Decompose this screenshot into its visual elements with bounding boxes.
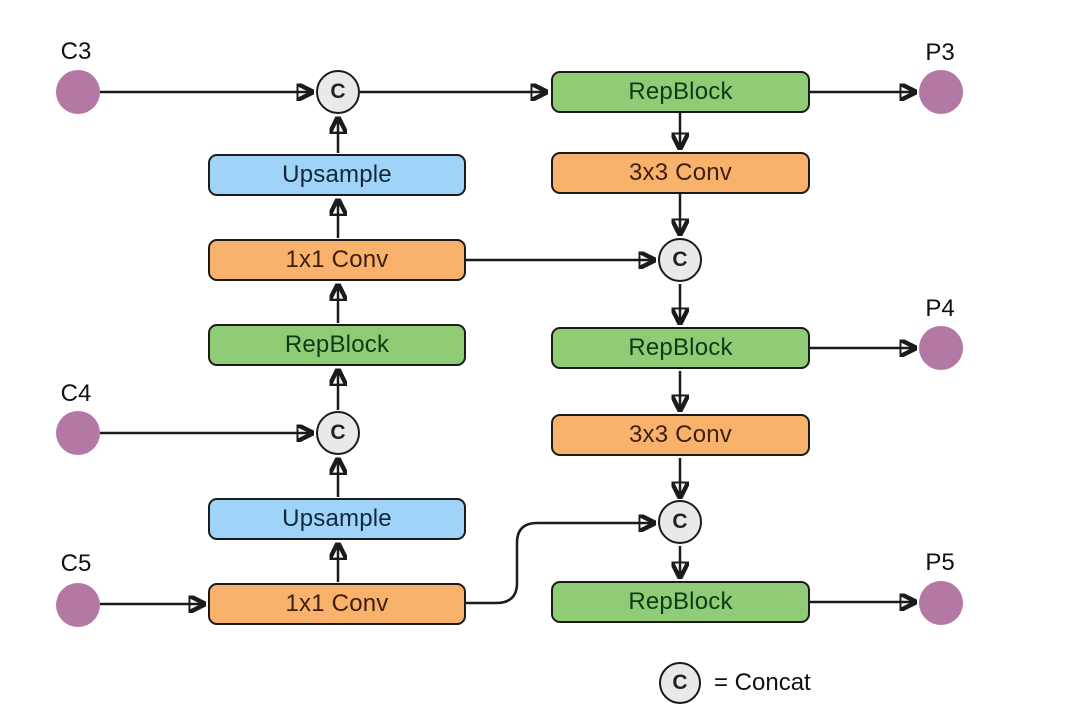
concat-symbol: C [672,510,688,533]
legend: C = Concat [659,662,811,704]
block-conv3x3-bottom: 3x3 Conv [551,414,810,456]
block-label-upsample-top: Upsample [282,161,392,188]
block-label-repblock-left: RepBlock [284,331,390,358]
block-conv1x1-bottom: 1x1 Conv [208,583,466,625]
block-label-conv1x1-bottom: 1x1 Conv [285,590,389,617]
block-label-conv3x3-top: 3x3 Conv [629,159,732,186]
output-node-p3 [919,70,963,114]
block-repblock-p4: RepBlock [551,327,810,369]
input-label-c4: C4 [60,380,92,407]
output-label-p4: P4 [925,295,955,322]
legend-concat-icon: C [659,662,701,704]
concat-symbol: C [330,421,346,444]
concat-symbol: C [330,80,346,103]
output-node-p5 [919,581,963,625]
block-upsample-top: Upsample [208,154,466,196]
block-repblock-p5: RepBlock [551,581,810,623]
block-label-repblock-p3: RepBlock [628,78,733,105]
block-label-repblock-p5: RepBlock [628,588,733,615]
block-label-repblock-p4: RepBlock [628,334,733,361]
input-node-c4 [56,411,100,455]
block-upsample-bottom: Upsample [208,498,466,540]
edge-conv1x1-bottom-to-concat4 [466,523,654,605]
block-label-upsample-bottom: Upsample [282,505,392,532]
concat-node-1: C [316,70,360,114]
block-conv3x3-top: 3x3 Conv [551,152,810,194]
block-label-conv3x3-bottom: 3x3 Conv [629,421,732,448]
legend-text: = Concat [714,669,811,696]
block-repblock-p3: RepBlock [551,71,810,113]
legend-concat-symbol: C [672,671,688,694]
input-label-c5: C5 [60,550,92,577]
block-label-conv1x1-top: 1x1 Conv [285,246,389,273]
input-node-c5 [56,583,100,627]
output-node-p4 [919,326,963,370]
concat-node-4: C [658,500,702,544]
input-node-c3 [56,70,100,114]
block-conv1x1-top: 1x1 Conv [208,239,466,281]
concat-symbol: C [672,248,688,271]
block-repblock-left: RepBlock [208,324,466,366]
input-label-c3: C3 [60,38,92,65]
output-label-p5: P5 [925,549,955,576]
concat-node-3: C [316,411,360,455]
output-label-p3: P3 [925,39,955,66]
concat-node-2: C [658,238,702,282]
